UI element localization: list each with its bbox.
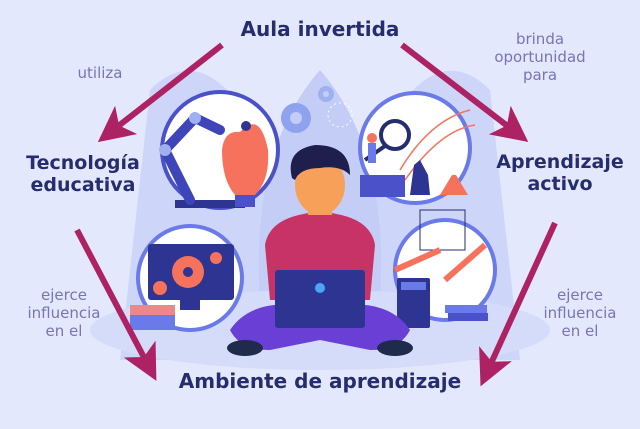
gear-icon xyxy=(327,102,353,128)
robot-lightbulb-vignette xyxy=(158,90,280,210)
edge-label-brinda-oportunidad: brinda oportunidad para xyxy=(480,30,600,84)
node-text: activo xyxy=(527,172,593,195)
label-text: ejerce xyxy=(557,286,603,304)
gear-icon xyxy=(318,86,334,102)
label-text: influencia xyxy=(27,304,101,322)
node-ambiente-de-aprendizaje: Ambiente de aprendizaje xyxy=(160,370,480,393)
node-text: Aula invertida xyxy=(240,17,400,41)
label-text: influencia xyxy=(543,304,617,322)
arrow-left-to-bottom xyxy=(74,228,157,381)
label-text: para xyxy=(522,66,558,84)
label-text: en el xyxy=(45,322,83,340)
label-text: brinda xyxy=(515,30,565,48)
gear-icon xyxy=(281,103,311,133)
label-text: utiliza xyxy=(77,64,123,82)
arrow-top-to-right xyxy=(400,42,529,142)
arrow-right-to-bottom xyxy=(479,221,558,387)
node-text: educativa xyxy=(30,173,136,196)
edge-label-ejerce-influencia-right: ejerce influencia en el xyxy=(530,286,630,340)
computer-gears-vignette xyxy=(130,224,244,332)
edge-label-utiliza: utiliza xyxy=(60,64,140,82)
node-text: Aprendizaje xyxy=(496,151,624,173)
student-illustration xyxy=(227,145,413,356)
label-text: ejerce xyxy=(41,286,87,304)
node-text: Tecnología xyxy=(26,152,140,174)
math-vignette xyxy=(393,209,497,328)
node-text: Ambiente de aprendizaje xyxy=(178,369,462,393)
node-aula-invertida: Aula invertida xyxy=(200,18,440,41)
arrow-top-to-left xyxy=(97,42,224,143)
science-vignette xyxy=(358,91,476,205)
label-text: oportunidad xyxy=(494,48,586,66)
node-tecnologia-educativa: Tecnología educativa xyxy=(8,152,158,197)
label-text: en el xyxy=(561,322,599,340)
node-aprendizaje-activo: Aprendizaje activo xyxy=(480,151,640,196)
edge-label-ejerce-influencia-left: ejerce influencia en el xyxy=(14,286,114,340)
